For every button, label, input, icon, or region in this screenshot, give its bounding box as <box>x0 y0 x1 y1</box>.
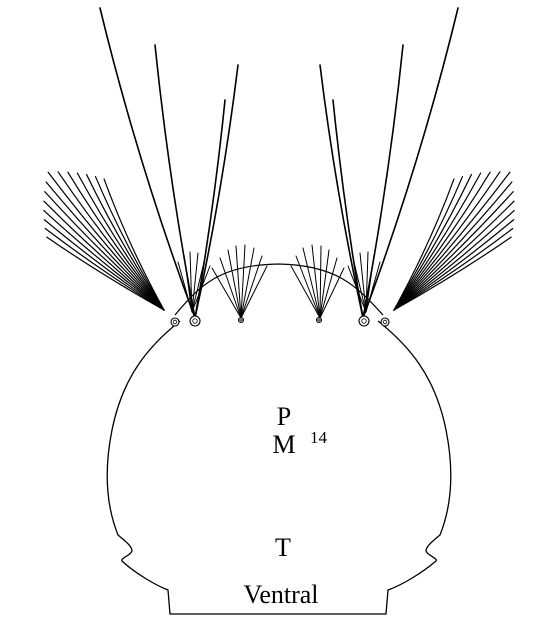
right-inner-seta-tuft <box>348 252 380 312</box>
right-outer-socket <box>381 318 389 326</box>
right-main-socket <box>359 316 369 326</box>
label-m: M <box>272 430 295 459</box>
left-long-setae-bristle <box>195 100 225 318</box>
left-medial-seta-fan <box>212 245 267 318</box>
left-medial-seta-fan-bristle <box>241 266 267 318</box>
label-p: P <box>277 402 291 431</box>
head-capsule-outline <box>107 321 451 614</box>
setae-groups <box>44 8 514 326</box>
label-seta-number: 14 <box>310 428 328 447</box>
right-medial-seta-fan-bristle <box>303 248 320 318</box>
head-crown-arc <box>175 264 383 315</box>
label-ventral: Ventral <box>243 580 318 609</box>
left-inner-seta-tuft <box>178 252 210 312</box>
left-outer-socket <box>171 318 179 326</box>
left-long-setae-bristle <box>155 45 195 318</box>
left-long-setae <box>100 8 238 318</box>
left-main-socket <box>190 316 200 326</box>
right-long-setae-bristle <box>363 45 403 318</box>
right-long-setae <box>320 8 458 318</box>
right-lateral-seta-fan <box>394 172 514 310</box>
right-medial-seta-fan-bristle <box>320 246 321 318</box>
right-long-setae-bristle <box>333 100 363 318</box>
label-t: T <box>275 533 291 562</box>
right-medial-seta-fan <box>291 245 344 318</box>
right-medial-socket <box>317 318 322 323</box>
left-medial-socket <box>239 318 244 323</box>
left-lateral-seta-fan <box>44 172 164 310</box>
